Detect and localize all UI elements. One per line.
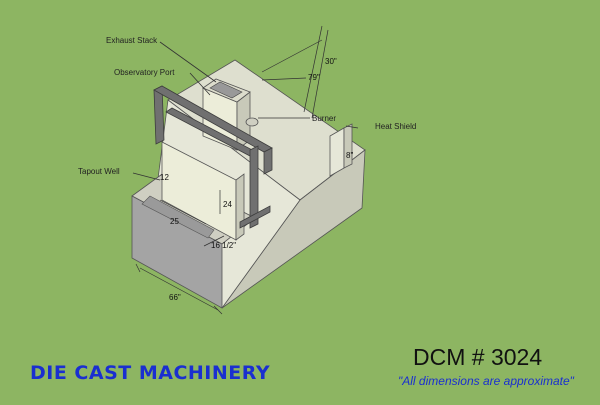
- exhaust-stack-opening: [209, 81, 243, 99]
- burner: [245, 117, 259, 127]
- tapout-well-channel: [141, 195, 215, 239]
- label-burner: Burner: [312, 114, 336, 123]
- dim-8: 8": [346, 151, 353, 160]
- brand-title: DIE CAST MACHINERY: [30, 362, 271, 384]
- callout-lines: [132, 41, 359, 181]
- chamber-side: [235, 173, 245, 241]
- dim-24: 24: [223, 200, 232, 209]
- dimension-lines: [135, 25, 329, 315]
- label-exhaust-stack: Exhaust Stack: [106, 36, 158, 45]
- dim-25: 25: [170, 217, 179, 226]
- dim-66: 66": [169, 293, 181, 302]
- model-number: DCM # 3024: [413, 344, 543, 370]
- label-heat-shield: Heat Shield: [375, 122, 416, 131]
- label-observatory-port: Observatory Port: [114, 68, 175, 77]
- heat-shield-side: [343, 123, 353, 169]
- steel-frame: [153, 85, 273, 229]
- dim-79: 79": [308, 73, 320, 82]
- label-tapout-well: Tapout Well: [78, 167, 120, 176]
- dim-30: 30": [325, 57, 337, 66]
- dim-12: 12: [160, 173, 169, 182]
- dim-16: 16 1/2": [211, 241, 236, 250]
- heat-shield-front: [329, 127, 345, 177]
- dimension-note: "All dimensions are approximate": [398, 374, 574, 388]
